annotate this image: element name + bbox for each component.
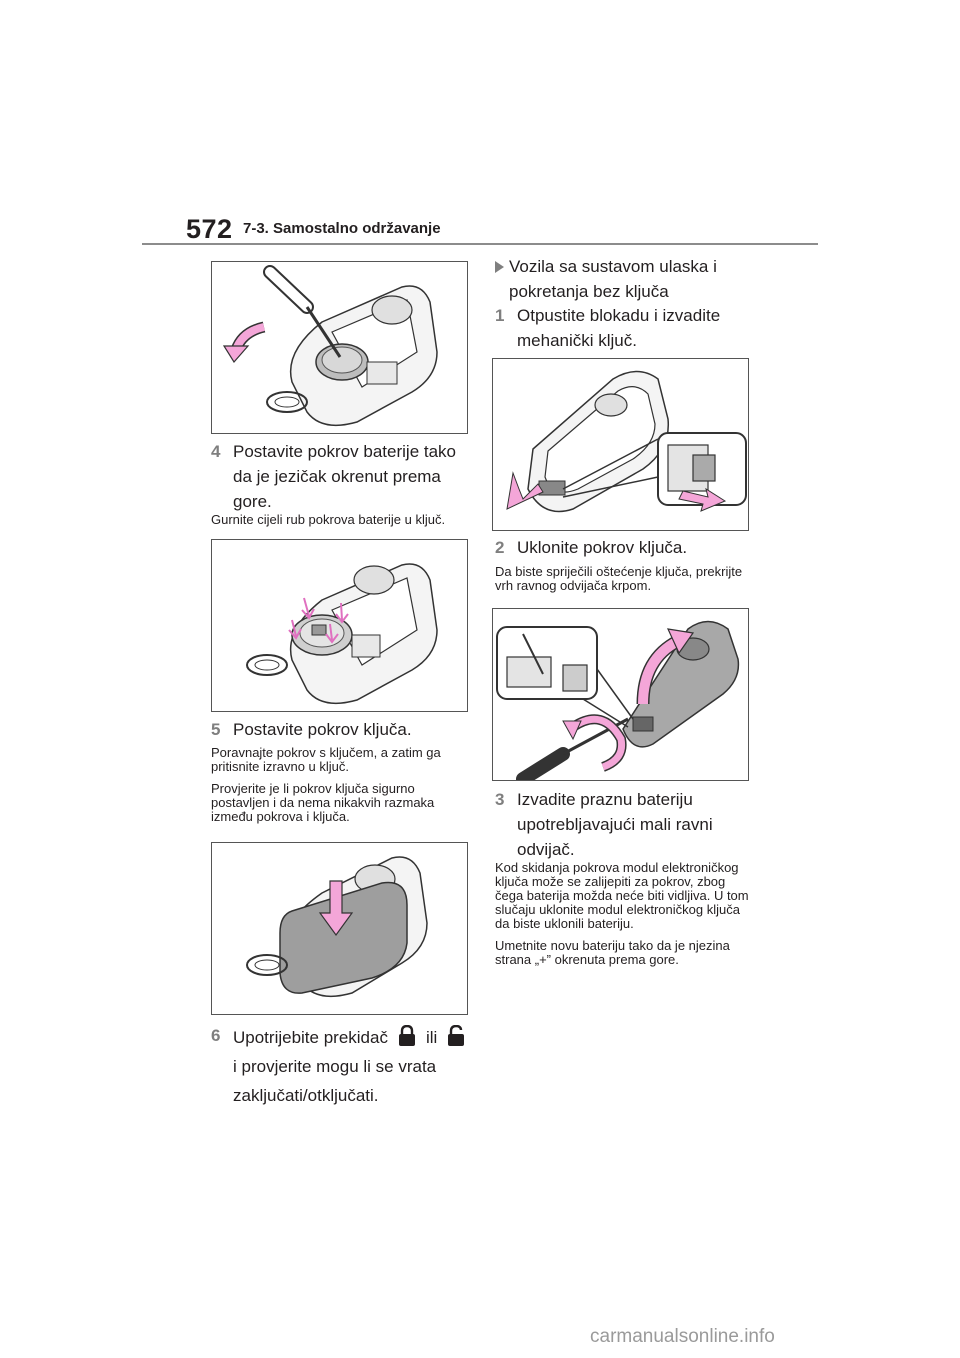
step-2-note: Da biste spriječili oštećenje ključa, pr… <box>495 565 755 601</box>
figure-key-cover <box>211 842 468 1015</box>
figure-remove-cover <box>492 608 749 781</box>
page-number: 572 <box>186 214 233 244</box>
step-text: Izvadite praznu bateriju upotrebljavajuć… <box>517 790 713 859</box>
step-6: 6 Upotrijebite prekidač ili i provjerite m… <box>211 1023 476 1110</box>
figure-battery-cover <box>211 539 468 712</box>
note-text: Da biste spriječili oštećenje ključa, pr… <box>495 564 743 593</box>
note-text: Gurnite cijeli rub pokrova baterije u kl… <box>211 512 446 527</box>
figure-mechanical-key <box>492 358 749 531</box>
step-number: 3 <box>495 790 505 809</box>
step-4: 4 Postavite pokrov baterije tako da je j… <box>211 439 471 514</box>
step-number: 2 <box>495 538 505 557</box>
step-number: 6 <box>211 1026 221 1045</box>
step-number: 4 <box>211 442 221 461</box>
step-text: Upotrijebite prekidač <box>233 1028 388 1047</box>
step-number: 1 <box>495 306 505 325</box>
step-text: Postavite pokrov ključa. <box>233 720 412 739</box>
step-text: Uklonite pokrov ključa. <box>517 538 688 557</box>
step-text: ili <box>425 1028 438 1047</box>
step-number: 5 <box>211 720 221 739</box>
subheading: Vozila sa sustavom ulaska i pokretanja b… <box>495 254 745 304</box>
triangle-bullet-icon <box>495 261 504 273</box>
note-text: Umetnite novu bateriju tako da je njezin… <box>495 938 730 967</box>
step-2: 2 Uklonite pokrov ključa. <box>495 535 755 560</box>
step-text: Postavite pokrov baterije tako da je jez… <box>233 442 457 511</box>
step-3-notes: Kod skidanja pokrova modul elektroničkog… <box>495 861 757 975</box>
note-text: Kod skidanja pokrova modul elektroničkog… <box>495 860 749 931</box>
header-rule <box>142 243 818 245</box>
note-text: Provjerite je li pokrov ključa sigurno p… <box>211 781 435 824</box>
step-text: Otpustite blokadu i izvadite mehanički k… <box>517 306 721 350</box>
section-title: 7-3. Samostalno održavanje <box>243 220 441 237</box>
step-1: 1 Otpustite blokadu i izvadite mehanički… <box>495 303 755 353</box>
step-5-notes: Poravnajte pokrov s ključem, a zatim ga … <box>211 746 471 832</box>
watermark: carmanualsonline.info <box>590 1326 775 1347</box>
subheading-text: Vozila sa sustavom ulaska i pokretanja b… <box>509 257 717 301</box>
figure-screwdriver-battery <box>211 261 468 434</box>
unlock-icon <box>447 1024 465 1047</box>
step-3: 3 Izvadite praznu bateriju upotrebljavaj… <box>495 787 755 862</box>
step-4-note: Gurnite cijeli rub pokrova baterije u kl… <box>211 513 481 535</box>
step-5: 5 Postavite pokrov ključa. <box>211 717 471 742</box>
lock-icon <box>398 1024 416 1047</box>
step-text: i provjerite mogu li se vrata zaključati… <box>233 1057 437 1105</box>
note-text: Poravnajte pokrov s ključem, a zatim ga … <box>211 745 441 774</box>
